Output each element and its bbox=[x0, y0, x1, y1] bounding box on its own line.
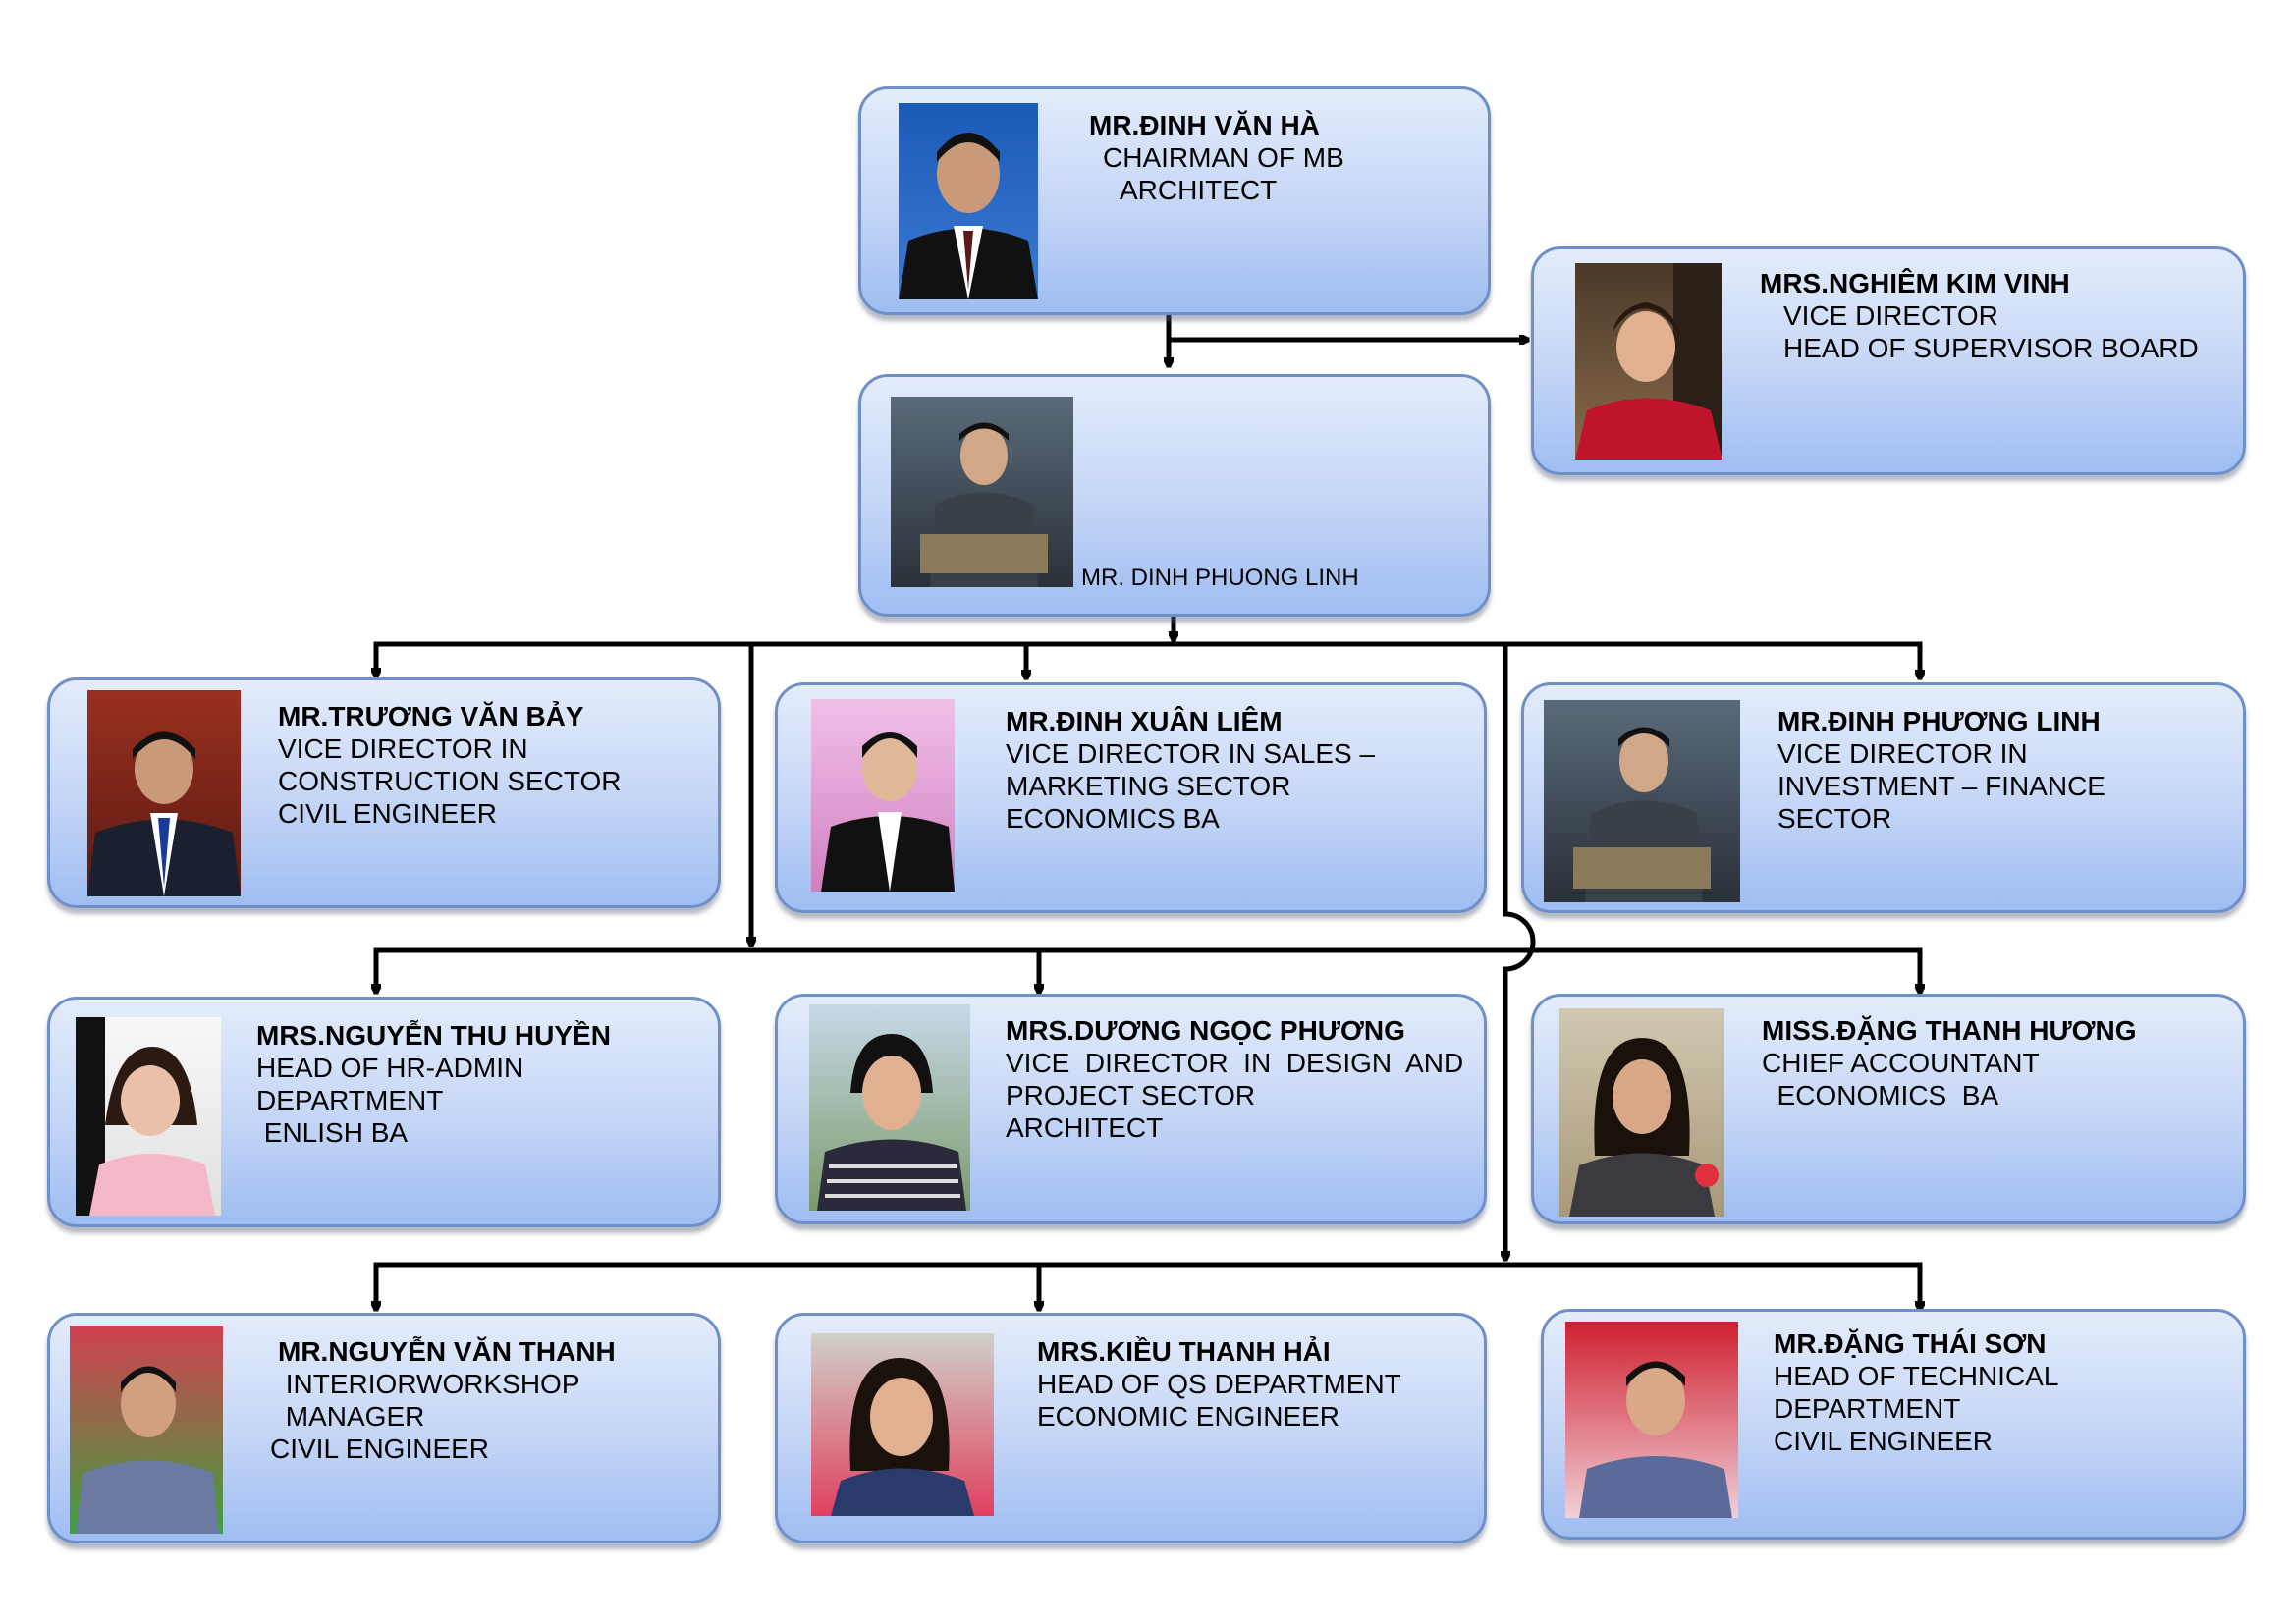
supervisor-text: MRS.NGHIÊM KIM VINH VICE DIRECTOR HEAD O… bbox=[1760, 267, 2199, 364]
hr-photo bbox=[76, 1017, 221, 1216]
hr-department: DEPARTMENT bbox=[256, 1085, 444, 1115]
hr-name: MRS.NGUYỄN THU HUYỀN bbox=[256, 1020, 611, 1051]
hr-degree: ENLISH BA bbox=[256, 1117, 409, 1148]
node-technical: MR.ĐẶNG THÁI SƠN HEAD OF TECHNICAL DEPAR… bbox=[1541, 1309, 2246, 1540]
sales-name: MR.ĐINH XUÂN LIÊM bbox=[1006, 706, 1283, 736]
sales-sector: MARKETING SECTOR bbox=[1006, 771, 1291, 801]
node-construction: MR.TRƯƠNG VĂN BẢY VICE DIRECTOR IN CONST… bbox=[47, 677, 721, 908]
drop-row3 bbox=[1505, 641, 1536, 1262]
design-degree: ARCHITECT bbox=[1006, 1112, 1164, 1143]
sales-title: VICE DIRECTOR IN SALES – bbox=[1006, 738, 1376, 769]
qs-title: HEAD OF QS DEPARTMENT bbox=[1037, 1369, 1401, 1399]
director-photo bbox=[891, 397, 1073, 587]
accountant-degree: ECONOMICS BA bbox=[1762, 1080, 1999, 1110]
node-qs: MRS.KIỀU THANH HẢI HEAD OF QS DEPARTMENT… bbox=[775, 1313, 1487, 1543]
investment-name: MR.ĐINH PHƯƠNG LINH bbox=[1777, 706, 2101, 736]
chairman-text: MR.ĐINH VĂN HÀ CHAIRMAN OF MB ARCHITECT bbox=[1089, 109, 1344, 206]
node-supervisor: MRS.NGHIÊM KIM VINH VICE DIRECTOR HEAD O… bbox=[1531, 246, 2246, 475]
node-interior: MR.NGUYỄN VĂN THANH INTERIORWORKSHOP MAN… bbox=[47, 1313, 721, 1543]
accountant-text: MISS.ĐẶNG THANH HƯƠNG CHIEF ACCOUNTANT E… bbox=[1762, 1014, 2137, 1111]
sales-text: MR.ĐINH XUÂN LIÊM VICE DIRECTOR IN SALES… bbox=[1006, 705, 1375, 835]
node-accountant: MISS.ĐẶNG THANH HƯƠNG CHIEF ACCOUNTANT E… bbox=[1531, 994, 2246, 1224]
interior-name: MR.NGUYỄN VĂN THANH bbox=[278, 1336, 616, 1367]
chairman-name: MR.ĐINH VĂN HÀ bbox=[1089, 110, 1320, 140]
investment-text: MR.ĐINH PHƯƠNG LINH VICE DIRECTOR IN INV… bbox=[1777, 705, 2105, 835]
construction-sector: CONSTRUCTION SECTOR bbox=[278, 766, 622, 796]
technical-title: HEAD OF TECHNICAL bbox=[1774, 1361, 2059, 1391]
design-name: MRS.DƯƠNG NGỌC PHƯƠNG bbox=[1006, 1015, 1405, 1046]
qs-degree: ECONOMIC ENGINEER bbox=[1037, 1401, 1340, 1432]
supervisor-photo bbox=[1575, 263, 1722, 460]
technical-department: DEPARTMENT bbox=[1774, 1393, 1961, 1424]
chairman-title: CHAIRMAN OF MB bbox=[1103, 142, 1344, 173]
supervisor-title: VICE DIRECTOR bbox=[1783, 300, 1998, 331]
construction-title: VICE DIRECTOR IN bbox=[278, 733, 528, 764]
node-hr: MRS.NGUYỄN THU HUYỀN HEAD OF HR-ADMIN DE… bbox=[47, 997, 721, 1227]
node-director: MR. DINH PHUONG LINH bbox=[858, 374, 1491, 617]
technical-name: MR.ĐẶNG THÁI SƠN bbox=[1774, 1328, 2047, 1359]
hr-title: HEAD OF HR-ADMIN bbox=[256, 1053, 524, 1083]
technical-text: MR.ĐẶNG THÁI SƠN HEAD OF TECHNICAL DEPAR… bbox=[1774, 1327, 2058, 1457]
accountant-title: CHIEF ACCOUNTANT bbox=[1762, 1048, 2040, 1078]
design-photo bbox=[809, 1004, 970, 1211]
director-text: MR. DINH PHUONG LINH bbox=[1081, 562, 1359, 594]
sales-photo bbox=[811, 699, 955, 892]
interior-degree: CIVIL ENGINEER bbox=[270, 1434, 490, 1464]
node-sales: MR.ĐINH XUÂN LIÊM VICE DIRECTOR IN SALES… bbox=[775, 682, 1487, 913]
interior-role: MANAGER bbox=[278, 1401, 425, 1432]
investment-sector-end: SECTOR bbox=[1777, 803, 1892, 834]
qs-text: MRS.KIỀU THANH HẢI HEAD OF QS DEPARTMENT… bbox=[1037, 1335, 1401, 1433]
node-investment: MR.ĐINH PHƯƠNG LINH VICE DIRECTOR IN INV… bbox=[1521, 682, 2246, 913]
technical-photo bbox=[1565, 1322, 1738, 1518]
chairman-photo bbox=[899, 103, 1038, 299]
accountant-photo bbox=[1559, 1008, 1724, 1217]
qs-photo bbox=[811, 1333, 994, 1516]
construction-degree: CIVIL ENGINEER bbox=[278, 798, 498, 829]
accountant-name: MISS.ĐẶNG THANH HƯƠNG bbox=[1762, 1015, 2137, 1046]
investment-sector: INVESTMENT – FINANCE bbox=[1777, 771, 2105, 801]
design-text: MRS.DƯƠNG NGỌC PHƯƠNG VICE DIRECTOR IN D… bbox=[1006, 1014, 1463, 1144]
construction-text: MR.TRƯƠNG VĂN BẢY VICE DIRECTOR IN CONST… bbox=[278, 700, 622, 830]
supervisor-name: MRS.NGHIÊM KIM VINH bbox=[1760, 268, 2070, 298]
node-chairman: MR.ĐINH VĂN HÀ CHAIRMAN OF MB ARCHITECT bbox=[858, 86, 1491, 315]
interior-text: MR.NGUYỄN VĂN THANH INTERIORWORKSHOP MAN… bbox=[270, 1335, 616, 1465]
chairman-degree: ARCHITECT bbox=[1120, 175, 1278, 205]
investment-photo bbox=[1544, 700, 1740, 902]
technical-degree: CIVIL ENGINEER bbox=[1774, 1426, 1994, 1456]
construction-photo bbox=[87, 690, 241, 896]
hr-text: MRS.NGUYỄN THU HUYỀN HEAD OF HR-ADMIN DE… bbox=[256, 1019, 611, 1149]
qs-name: MRS.KIỀU THANH HẢI bbox=[1037, 1336, 1331, 1367]
interior-photo bbox=[70, 1326, 223, 1534]
sales-degree: ECONOMICS BA bbox=[1006, 803, 1220, 834]
investment-title: VICE DIRECTOR IN bbox=[1777, 738, 2028, 769]
design-sector: PROJECT SECTOR bbox=[1006, 1080, 1256, 1110]
node-design: MRS.DƯƠNG NGỌC PHƯƠNG VICE DIRECTOR IN D… bbox=[775, 994, 1487, 1224]
director-name: MR. DINH PHUONG LINH bbox=[1081, 565, 1359, 591]
design-title: VICE DIRECTOR IN DESIGN AND bbox=[1006, 1048, 1464, 1078]
interior-title: INTERIORWORKSHOP bbox=[278, 1369, 580, 1399]
supervisor-role: HEAD OF SUPERVISOR BOARD bbox=[1783, 333, 2199, 363]
construction-name: MR.TRƯƠNG VĂN BẢY bbox=[278, 701, 584, 731]
